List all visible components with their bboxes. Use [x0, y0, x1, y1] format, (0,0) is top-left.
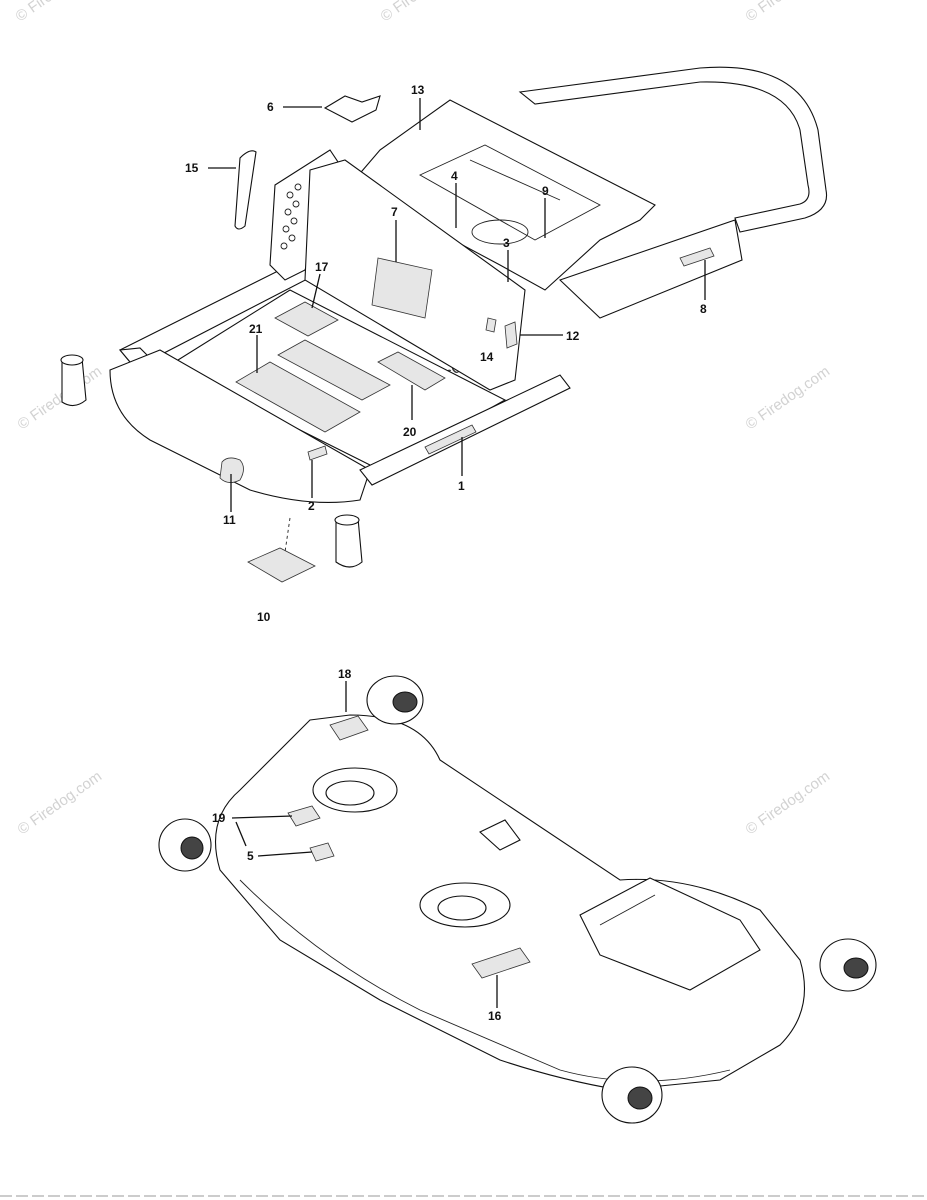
mower-deck-assembly	[158, 675, 877, 1124]
decal-2	[307, 445, 328, 461]
callout-3: 3	[503, 236, 510, 250]
callout-19: 19	[212, 811, 226, 825]
decal-5	[309, 842, 335, 862]
callout-7: 7	[391, 205, 398, 219]
decal-14	[485, 317, 497, 333]
watermark-top-right: © Firedog.com	[743, 0, 834, 25]
callout-18: 18	[338, 667, 352, 681]
frame-assembly	[60, 66, 828, 583]
decal-18	[329, 715, 369, 741]
callout-16: 16	[488, 1009, 502, 1023]
callout-20: 20	[403, 425, 417, 439]
decal-17	[274, 301, 339, 337]
watermark-top-middle: © Firedog.com	[378, 0, 469, 25]
callout-6: 6	[267, 100, 274, 114]
callout-1: 1	[458, 479, 465, 493]
callout-14: 14	[480, 350, 494, 364]
decal-12	[504, 321, 518, 349]
decal-8	[679, 247, 715, 267]
watermark-top-left: © Firedog.com	[13, 0, 104, 25]
callout-9: 9	[542, 184, 549, 198]
callout-5: 5	[247, 849, 254, 863]
part-6	[323, 95, 381, 123]
callout-21: 21	[249, 322, 263, 336]
part-10	[247, 547, 316, 583]
deck-wheels	[158, 675, 877, 1124]
callout-15: 15	[185, 161, 199, 175]
decal-7	[371, 257, 433, 319]
decal-21b	[277, 339, 391, 401]
decal-21	[235, 361, 361, 433]
callout-17: 17	[315, 260, 329, 274]
watermark-low-left: © Firedog.com	[15, 768, 106, 838]
callout-13: 13	[411, 83, 425, 97]
callout-4: 4	[451, 169, 458, 183]
callout-10: 10	[257, 610, 271, 624]
watermark-low-right: © Firedog.com	[743, 768, 834, 838]
watermark-mid-left: © Firedog.com	[15, 363, 106, 433]
decal-19	[287, 805, 321, 827]
decal-20	[377, 351, 446, 391]
bracket-holes	[280, 183, 302, 250]
callout-11: 11	[223, 513, 236, 527]
callout-labels: 6 13 15 4 9 7 3 17 8 21 12 14 20 1 11 2 …	[185, 83, 707, 1023]
watermark-mid-right: © Firedog.com	[743, 363, 834, 433]
callout-2: 2	[308, 499, 315, 513]
decal-1	[424, 424, 477, 455]
callout-12: 12	[566, 329, 580, 343]
decal-16	[471, 947, 531, 979]
leader-lines	[208, 98, 706, 1008]
part-15	[234, 150, 257, 230]
callout-8: 8	[700, 302, 707, 316]
decal-11	[219, 457, 244, 483]
